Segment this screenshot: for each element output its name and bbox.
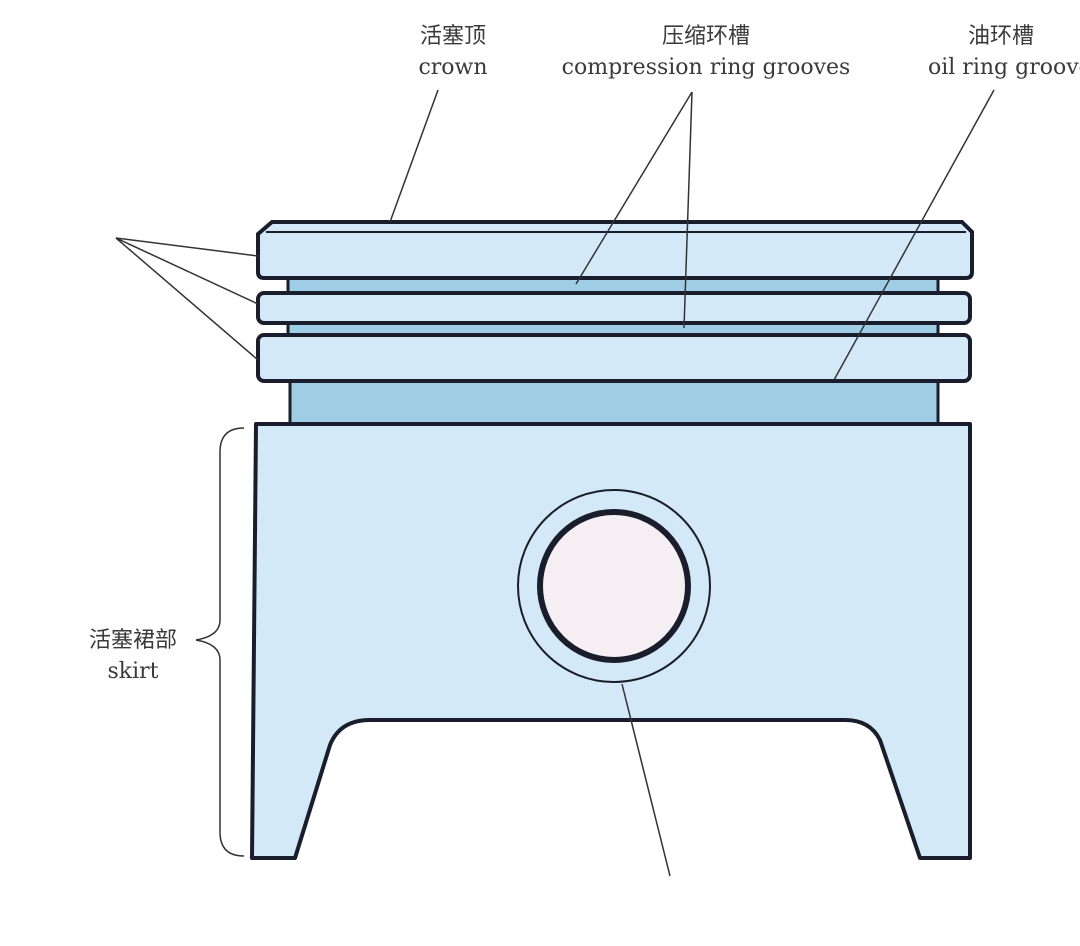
oil-groove-leader-line	[833, 89, 995, 381]
skirt-label: 活塞裙部 skirt	[72, 625, 194, 687]
skirt-label-en: skirt	[107, 659, 159, 684]
compression-leader-line-1	[575, 91, 693, 285]
crown-label-en: crown	[418, 55, 488, 80]
crown-label: 活塞顶 crown	[393, 21, 513, 83]
crown-land	[256, 220, 974, 280]
skirt-label-zh: 活塞裙部	[88, 628, 177, 653]
pin-boss-leader-line	[621, 683, 671, 877]
skirt-brace	[195, 427, 245, 857]
lands-leader-line-1	[115, 237, 259, 257]
compression-grooves-label-en: compression ring grooves	[561, 55, 851, 80]
second-land	[256, 291, 972, 325]
lands-leader-line-2	[115, 237, 259, 305]
oil-ring-groove	[288, 376, 940, 426]
pin-bore	[537, 509, 691, 663]
lands-leader-line-3	[115, 237, 259, 361]
oil-groove-label-zh: 油环槽	[968, 24, 1035, 49]
oil-groove-label-en: oil ring groove	[928, 55, 1080, 80]
crown-label-zh: 活塞顶	[419, 24, 486, 49]
compression-leader-line-2	[683, 91, 693, 329]
oil-groove-label: 油环槽 oil ring groove	[918, 21, 1080, 83]
compression-grooves-label-zh: 压缩环槽	[661, 24, 750, 49]
compression-grooves-label: 压缩环槽 compression ring grooves	[556, 21, 856, 83]
third-land	[256, 333, 972, 383]
crown-leader-line	[389, 89, 439, 223]
